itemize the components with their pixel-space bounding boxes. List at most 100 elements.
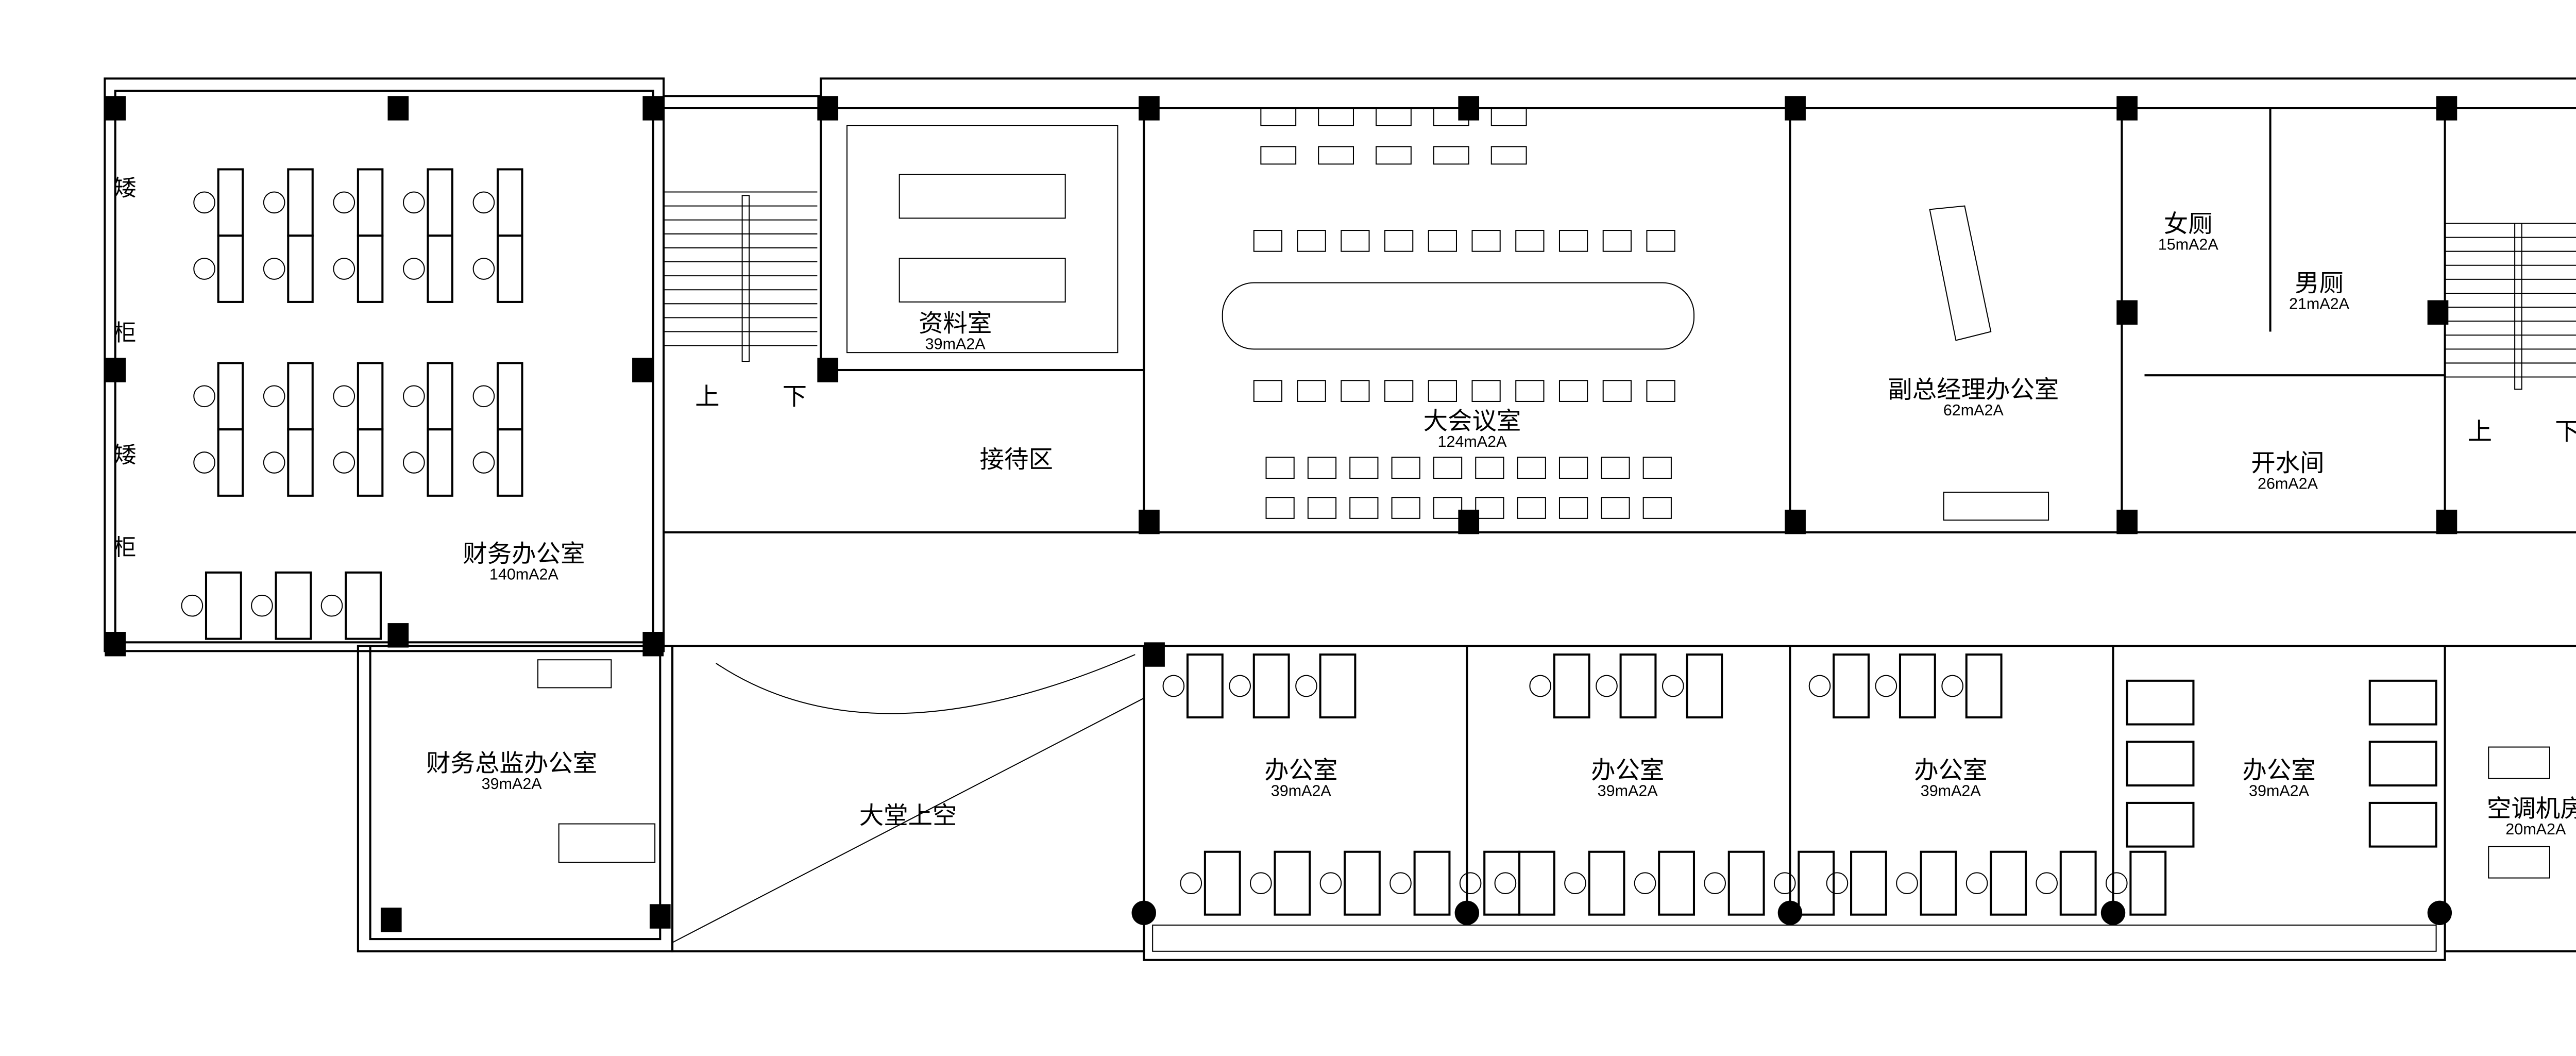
- chair-icon: [472, 258, 495, 280]
- room-area-office-2: 39mA2A: [1598, 782, 1658, 799]
- room-labels: 财务办公室140mA2A资料室39mA2A接待区大会议室124mA2A副总经理办…: [426, 210, 2576, 837]
- chair-icon: [333, 385, 355, 408]
- room-area-mens-wc: 21mA2A: [2289, 295, 2350, 312]
- chair-icon: [472, 385, 495, 408]
- chair-icon: [263, 385, 285, 408]
- desk: [427, 168, 453, 237]
- column: [632, 358, 653, 382]
- column: [1785, 509, 1806, 534]
- room-name-conference: 大会议室: [1423, 407, 1521, 435]
- desk: [287, 168, 314, 237]
- column: [817, 96, 839, 121]
- column: [642, 632, 664, 657]
- desk: [357, 428, 384, 497]
- stair-down-label: 下: [783, 383, 807, 411]
- desk: [1727, 850, 1765, 916]
- desk: [1798, 850, 1835, 916]
- room-name-womens-wc: 女厕: [2164, 210, 2213, 238]
- room-name-office-1: 办公室: [1264, 757, 1337, 785]
- room-name-reception: 接待区: [980, 446, 1053, 474]
- column: [2436, 509, 2458, 534]
- room-area-water-room: 26mA2A: [2258, 475, 2318, 492]
- desk: [1483, 850, 1521, 916]
- chair-icon: [2036, 872, 2058, 895]
- desk: [1686, 653, 1723, 718]
- chair-icon: [181, 594, 204, 617]
- stair-up-label: 上: [2468, 417, 2492, 446]
- chair-icon: [1896, 872, 1918, 895]
- chair-icon: [1634, 872, 1656, 895]
- chair-icon: [1389, 872, 1412, 895]
- desk: [2059, 850, 2097, 916]
- round-column: [2100, 900, 2126, 925]
- chair-icon: [251, 594, 273, 617]
- chair-icon: [402, 385, 425, 408]
- chair-icon: [193, 258, 215, 280]
- desk: [497, 362, 523, 431]
- room-area-office-3: 39mA2A: [1921, 782, 1981, 799]
- chair-icon: [1564, 872, 1586, 895]
- desk: [2129, 850, 2167, 916]
- desk: [217, 234, 244, 303]
- chair-icon: [333, 451, 355, 474]
- column: [105, 632, 126, 657]
- chair-icon: [1295, 675, 1317, 697]
- chair-icon: [333, 191, 355, 214]
- column: [1144, 642, 1165, 667]
- stairs: [664, 191, 2576, 390]
- column: [1139, 96, 1160, 121]
- desk: [1899, 653, 1936, 718]
- desk: [357, 168, 384, 237]
- chair-icon: [2105, 872, 2128, 895]
- chair-icon: [1249, 872, 1272, 895]
- desk: [427, 362, 453, 431]
- chair-icon: [1596, 675, 1618, 697]
- room-name-cfo-office: 财务总监办公室: [426, 749, 597, 778]
- chair-icon: [1529, 675, 1552, 697]
- desk: [205, 571, 242, 640]
- desk: [287, 362, 314, 431]
- column: [642, 96, 664, 121]
- desk: [357, 362, 384, 431]
- desk: [287, 428, 314, 497]
- column: [2116, 96, 2138, 121]
- desk: [1990, 850, 2027, 916]
- cabinet-label: 柜: [113, 320, 136, 346]
- column: [387, 623, 409, 648]
- room-area-ac-room: 20mA2A: [2505, 820, 2566, 838]
- room-name-ac-room: 空调机房: [2487, 795, 2576, 823]
- chair-icon: [193, 191, 215, 214]
- room-name-water-room: 开水间: [2251, 449, 2324, 477]
- desk: [1252, 653, 1290, 718]
- desk: [217, 168, 244, 237]
- desk: [217, 428, 244, 497]
- chair-icon: [1875, 675, 1897, 697]
- round-column: [1454, 900, 1480, 925]
- room-area-deputy-gm: 62mA2A: [1943, 401, 2004, 419]
- column: [387, 96, 409, 121]
- chair-icon: [1162, 675, 1185, 697]
- round-column: [1131, 900, 1156, 925]
- chair-icon: [472, 451, 495, 474]
- cabinet-labels: 矮 柜 矮 柜: [113, 175, 136, 561]
- chair-icon: [472, 191, 495, 214]
- desk: [1965, 653, 2003, 718]
- chair-icon: [1494, 872, 1517, 895]
- desk: [1319, 653, 1357, 718]
- chair-icon: [1229, 675, 1251, 697]
- cabinet-label: 矮: [113, 442, 136, 468]
- room-name-mens-wc: 男厕: [2295, 270, 2344, 298]
- stair-labels: 上 下 上 下: [695, 383, 2576, 446]
- chair-icon: [1459, 872, 1482, 895]
- desk: [558, 823, 656, 863]
- room-area-archive: 39mA2A: [925, 335, 986, 353]
- round-column: [2427, 900, 2452, 925]
- room-name-finance-office: 财务办公室: [463, 540, 585, 568]
- chair-icon: [1826, 872, 1849, 895]
- room-area-finance-office: 140mA2A: [489, 565, 559, 583]
- column: [105, 96, 126, 121]
- desk: [497, 168, 523, 237]
- column: [817, 358, 839, 382]
- desk: [1920, 850, 1957, 916]
